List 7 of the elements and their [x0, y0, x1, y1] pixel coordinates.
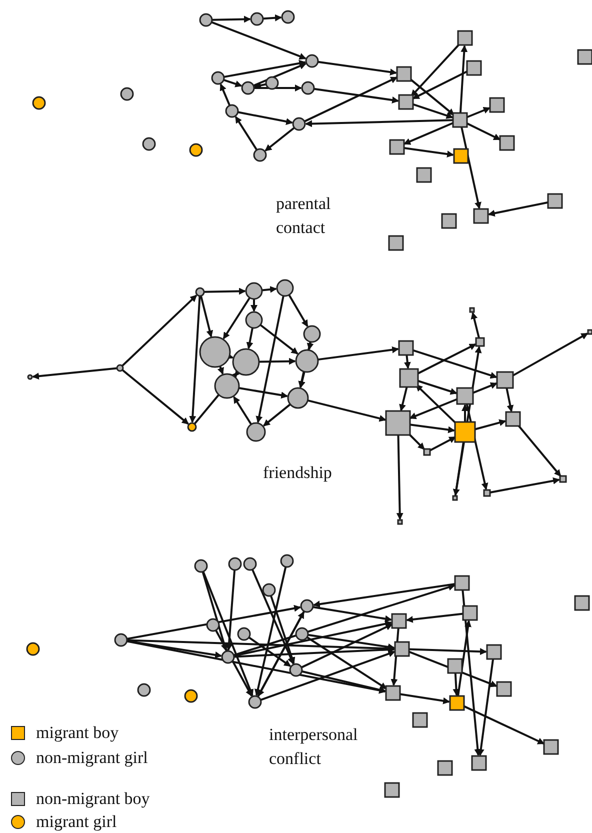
legend-label: migrant girl	[36, 812, 117, 832]
network-title: parental contact	[276, 193, 332, 239]
legend-label: non-migrant boy	[36, 789, 150, 809]
legend-label: migrant boy	[36, 723, 119, 743]
legend-label: non-migrant girl	[36, 748, 148, 768]
network-title: interpersonal conflict	[269, 724, 359, 770]
network-title: friendship	[263, 462, 333, 484]
